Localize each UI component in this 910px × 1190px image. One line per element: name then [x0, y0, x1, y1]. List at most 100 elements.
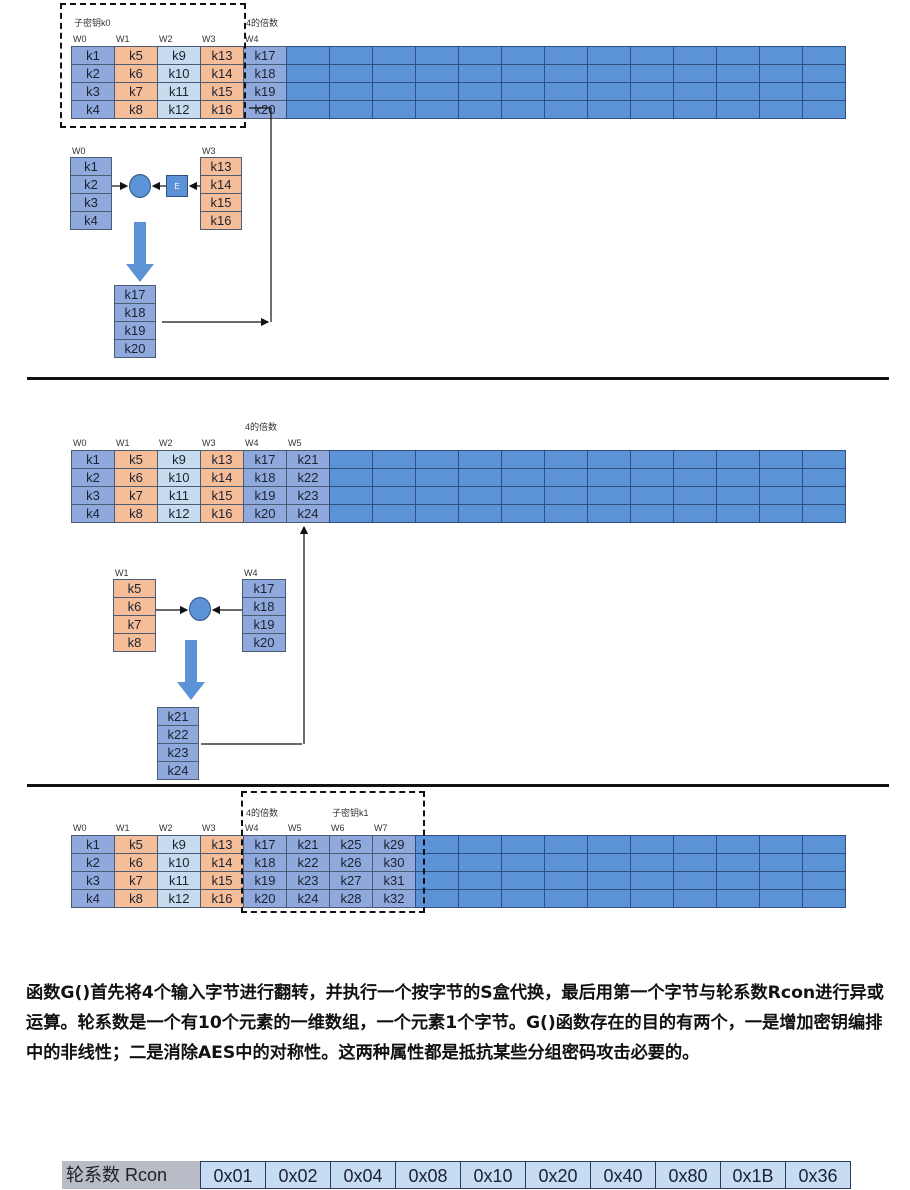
column-label-w0: W0: [73, 823, 87, 833]
g-function-description: 函数G()首先将4个输入字节进行翻转，并执行一个按字节的S盒代换，最后用第一个字…: [26, 983, 884, 1063]
key-word-cell: k28: [329, 889, 373, 908]
word-column-cell: k22: [157, 725, 199, 744]
column-label-w1: W1: [116, 34, 130, 44]
column-label-w0: W0: [73, 438, 87, 448]
column-label-w3: W3: [202, 438, 216, 448]
section-divider: [27, 377, 889, 380]
key-word-cell: k18: [243, 64, 287, 83]
word-column-cell: k17: [114, 285, 156, 304]
subkey-k0-box: [60, 3, 246, 128]
key-word-cell: k13: [200, 450, 244, 469]
rcon-value-cell: 0x36: [785, 1161, 851, 1189]
key-word-cell: k10: [157, 64, 201, 83]
multiple-of-4-label: 4的倍数: [246, 808, 279, 818]
key-word-cell: k6: [114, 853, 158, 872]
word-column-cell: k6: [113, 597, 156, 616]
xor-circle: [189, 597, 211, 621]
key-word-cell: k5: [114, 835, 158, 854]
word-column-cell: k4: [70, 211, 112, 230]
word-column-cell: k21: [157, 707, 199, 726]
w0-label: W0: [72, 146, 86, 156]
word-column-cell: k17: [242, 579, 286, 598]
column-label-w1: W1: [116, 823, 130, 833]
column-label-w1: W1: [116, 438, 130, 448]
subkey-k1-label: 子密钥k1: [332, 808, 369, 818]
rcon-value-cell: 0x08: [395, 1161, 461, 1189]
key-word-cell: k25: [329, 835, 373, 854]
key-word-cell: k8: [114, 504, 158, 523]
column-label-w4: W4: [245, 438, 259, 448]
column-label-w4: W4: [245, 823, 259, 833]
multiple-of-4-label: 4的倍数: [246, 18, 279, 28]
word-column-cell: k20: [114, 339, 156, 358]
rcon-label: 轮系数 Rcon: [62, 1161, 200, 1189]
key-word-cell: k23: [286, 871, 330, 890]
key-word-cell: k7: [114, 82, 158, 101]
key-word-cell: k8: [114, 889, 158, 908]
word-column-cell: k18: [114, 303, 156, 322]
subkey-k0-label: 子密钥k0: [74, 18, 111, 28]
result-down-arrow: [126, 222, 154, 282]
key-word-cell: k20: [243, 100, 287, 119]
word-column-cell: k19: [242, 615, 286, 634]
word-column-cell: k16: [200, 211, 242, 230]
empty-cell: [802, 100, 846, 119]
word-column-cell: k13: [200, 157, 242, 176]
rcon-value-cell: 0x04: [330, 1161, 396, 1189]
column-label-w3: W3: [202, 34, 216, 44]
rcon-value-cell: 0x02: [265, 1161, 331, 1189]
column-label-w7: W7: [374, 823, 388, 833]
w4-label: W4: [244, 568, 258, 578]
key-word-cell: k21: [286, 450, 330, 469]
result-up-line: [249, 107, 272, 322]
rcon-value-cell: 0x20: [525, 1161, 591, 1189]
key-word-cell: k16: [200, 504, 244, 523]
word-column-cell: k24: [157, 761, 199, 780]
w3-label: W3: [202, 146, 216, 156]
column-label-w3: W3: [202, 823, 216, 833]
w1-label: W1: [115, 568, 129, 578]
column-label-w5: W5: [288, 823, 302, 833]
rcon-value-cell: 0x01: [200, 1161, 266, 1189]
e-function-box: E: [166, 175, 188, 197]
rcon-value-cell: 0x10: [460, 1161, 526, 1189]
empty-cell: [802, 504, 846, 523]
word-column-cell: k19: [114, 321, 156, 340]
result-down-arrow: [177, 640, 205, 700]
key-word-cell: k5: [114, 450, 158, 469]
key-word-cell: k12: [157, 100, 201, 119]
key-word-cell: k11: [157, 486, 201, 505]
key-word-cell: k29: [372, 835, 416, 854]
column-label-w5: W5: [288, 438, 302, 448]
section-divider: [27, 784, 889, 787]
key-word-cell: k24: [286, 504, 330, 523]
column-label-w2: W2: [159, 823, 173, 833]
key-word-cell: k21: [286, 835, 330, 854]
column-label-w2: W2: [159, 438, 173, 448]
key-word-cell: k2: [71, 468, 115, 487]
key-word-cell: k16: [200, 889, 244, 908]
key-word-cell: k3: [71, 82, 115, 101]
key-word-cell: k12: [157, 504, 201, 523]
empty-cell: [802, 889, 846, 908]
key-word-cell: k11: [157, 871, 201, 890]
key-word-cell: k30: [372, 853, 416, 872]
column-label-w6: W6: [331, 823, 345, 833]
word-column-cell: k20: [242, 633, 286, 652]
subkey-k1-box: [241, 791, 425, 913]
word-column-cell: k14: [200, 175, 242, 194]
key-word-cell: k20: [243, 889, 287, 908]
rcon-value-cell: 0x80: [655, 1161, 721, 1189]
xor-circle: [129, 174, 151, 198]
rcon-value-cell: 0x40: [590, 1161, 656, 1189]
word-column-cell: k5: [113, 579, 156, 598]
key-word-cell: k20: [243, 504, 287, 523]
multiple-of-4-label: 4的倍数: [245, 422, 278, 432]
key-word-cell: k3: [71, 871, 115, 890]
column-label-w4: W4: [245, 34, 259, 44]
rcon-value-cell: 0x1B: [720, 1161, 786, 1189]
word-column-cell: k8: [113, 633, 156, 652]
column-label-w2: W2: [159, 34, 173, 44]
key-word-cell: k17: [243, 835, 287, 854]
